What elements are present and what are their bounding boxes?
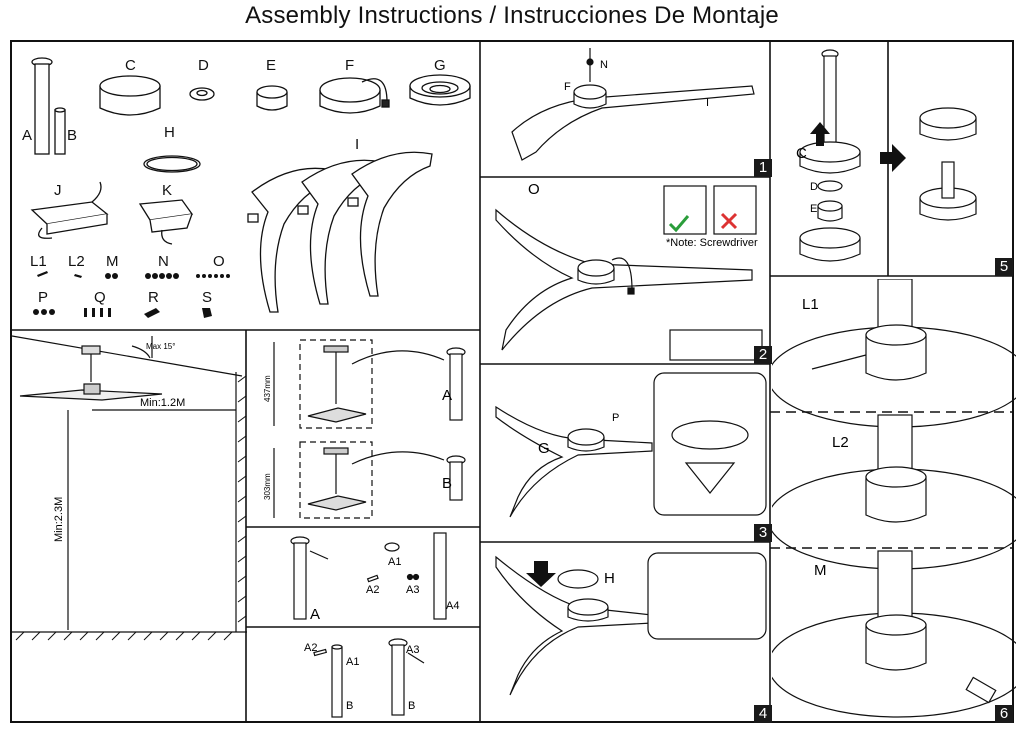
long-rod-length: 437mm (263, 375, 272, 402)
short-rod-length: 303mm (263, 473, 272, 500)
part-label-B: B (67, 127, 77, 144)
assembly-b-label-B2: B (408, 700, 415, 712)
step-5-panel: C D E (796, 49, 977, 262)
step-1-badge: 1 (754, 159, 772, 177)
downrod-a-assembly-panel: A A1 A2 A3 A4 (290, 532, 459, 623)
step-4-panel: H (495, 552, 767, 696)
assembly-label-A4: A4 (446, 600, 459, 612)
step3-label-P: P (612, 412, 619, 424)
assembly-label-A: A (310, 606, 320, 623)
step-2-panel: O *Note: Screwdriver (495, 181, 763, 361)
part-label-F: F (345, 57, 354, 74)
part-label-H: H (164, 124, 175, 141)
step-3-badge: 3 (754, 524, 772, 542)
step-6-badge: 6 (995, 705, 1013, 723)
part-label-C: C (125, 57, 136, 74)
sheet-drawing (10, 40, 1014, 723)
part-label-I: I (355, 136, 359, 153)
min-height-label: Min:2.3M (53, 497, 65, 542)
part-label-J: J (54, 182, 62, 199)
step2-label-O: O (528, 181, 540, 198)
step1-label-I: I (706, 97, 709, 109)
step3-label-G: G (538, 440, 550, 457)
step-2-badge: 2 (754, 346, 772, 364)
assembly-b-label-B: B (346, 700, 353, 712)
rod-label-A: A (442, 387, 452, 404)
part-label-S: S (202, 289, 212, 306)
instruction-sheet: A B C D E F G H I J K L1 L2 M N O P Q R … (10, 40, 1016, 723)
part-label-A: A (22, 127, 32, 144)
part-label-G: G (434, 57, 446, 74)
step-4-badge: 4 (754, 705, 772, 723)
assembly-b-label-A3: A3 (406, 644, 419, 656)
installation-clearance-panel: Max 15° Min:1.2M Min:2.3M (12, 335, 247, 641)
part-label-R: R (148, 289, 159, 306)
assembly-label-A2: A2 (366, 584, 379, 596)
step5-label-C: C (796, 145, 807, 162)
part-label-L2: L2 (68, 253, 85, 270)
rod-label-B: B (442, 475, 452, 492)
part-label-D: D (198, 57, 209, 74)
step-5-badge: 5 (995, 258, 1013, 276)
part-label-N: N (158, 253, 169, 270)
step4-label-H: H (604, 570, 615, 587)
screwdriver-note: *Note: Screwdriver (666, 237, 758, 249)
step6-label-L1: L1 (802, 296, 819, 313)
step5-label-E: E (810, 203, 817, 215)
min-gap-label: Min:1.2M (140, 397, 185, 409)
part-label-P: P (38, 289, 48, 306)
step-1-panel: F N I (511, 48, 755, 161)
downrod-b-assembly-panel: A2 A1 B A3 B (304, 638, 425, 718)
step-3-panel: G P (495, 372, 767, 518)
part-label-K: K (162, 182, 172, 199)
max-angle-label: Max 15° (146, 342, 175, 351)
step-6-panel: L1 L2 M (772, 279, 1016, 718)
part-label-Q: Q (94, 289, 106, 306)
part-label-M: M (106, 253, 119, 270)
part-label-E: E (266, 57, 276, 74)
step1-label-F: F (564, 81, 571, 93)
assembly-b-label-A1: A1 (346, 656, 359, 668)
step6-label-M: M (814, 562, 827, 579)
step6-label-L2: L2 (832, 434, 849, 451)
parts-list-panel: A B C D E F G H I J K L1 L2 M N O P Q R … (22, 57, 471, 318)
step5-label-D: D (810, 181, 818, 193)
assembly-b-label-A2: A2 (304, 642, 317, 654)
assembly-label-A1: A1 (388, 556, 401, 568)
downrod-length-panel: 437mm 303mm A B (263, 339, 466, 519)
assembly-label-A3: A3 (406, 584, 419, 596)
part-label-L1: L1 (30, 253, 47, 270)
step1-label-N: N (600, 59, 608, 71)
part-label-O: O (213, 253, 225, 270)
page-title: Assembly Instructions / Instrucciones De… (245, 2, 779, 29)
